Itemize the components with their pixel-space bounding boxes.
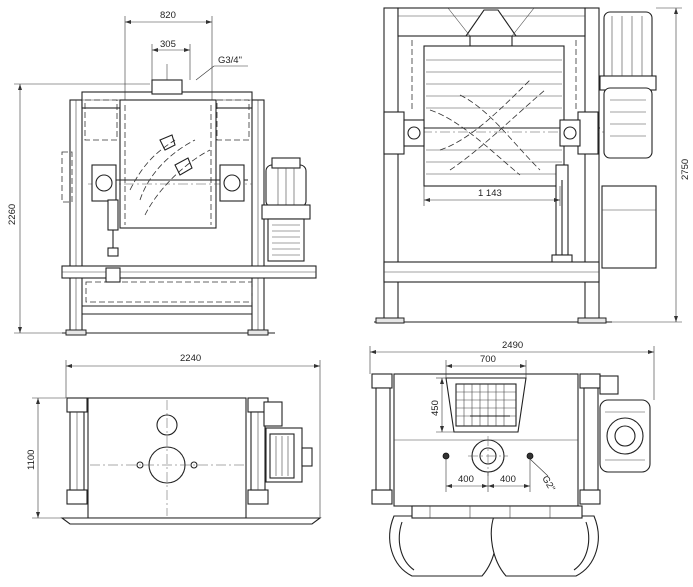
top-view-right xyxy=(371,373,651,577)
dim-top-left-length: 2240 xyxy=(180,353,201,364)
dim-side-drum: 1 143 xyxy=(478,188,502,199)
dim-top-right-length: 2490 xyxy=(502,340,523,351)
dim-front-inlet: 305 xyxy=(160,39,176,50)
side-view xyxy=(374,7,657,324)
front-view-dimensions: 820 305 G3/4" 2260 xyxy=(7,10,248,334)
dim-top-right-opening-depth: 450 xyxy=(430,400,441,416)
side-view-dimensions: 1 143 2750 xyxy=(423,7,691,323)
dim-side-height: 2750 xyxy=(680,159,691,180)
dim-top-right-spacing-right: 400 xyxy=(500,474,516,485)
dim-top-left-width: 1100 xyxy=(26,450,37,470)
mesh-grid xyxy=(456,384,516,426)
dim-front-thread: G3/4" xyxy=(218,55,242,66)
dim-front-width: 820 xyxy=(160,10,176,21)
dim-front-height: 2260 xyxy=(7,204,18,225)
top-view-left xyxy=(60,397,322,525)
front-view xyxy=(61,64,317,336)
top-view-left-dimensions: 2240 1100 xyxy=(26,353,321,519)
dim-top-right-spacing-left: 400 xyxy=(458,474,474,485)
dim-top-right-opening-width: 700 xyxy=(480,354,496,365)
